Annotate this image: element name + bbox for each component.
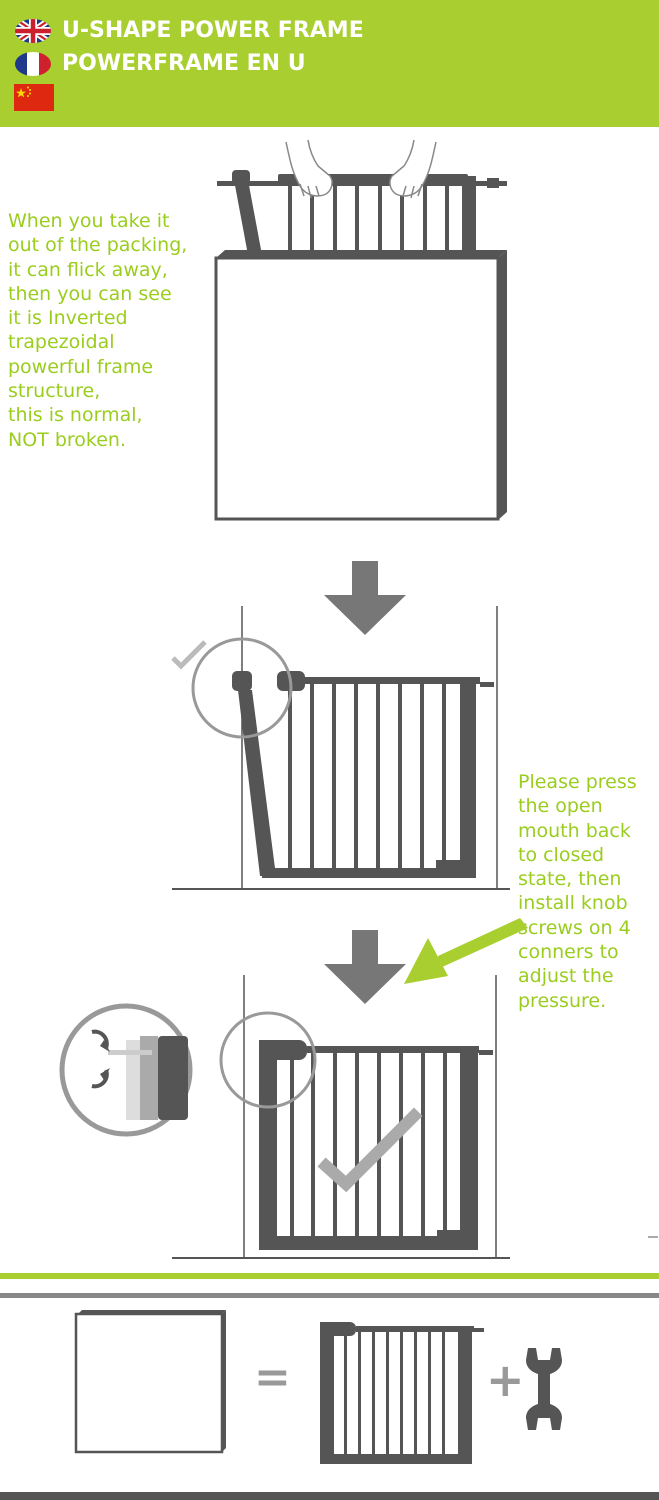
pointer-arrow-icon: [404, 918, 528, 984]
china-flag-icon: [14, 84, 54, 111]
knob-screw-detail-icon: [108, 1036, 188, 1120]
step2-instruction-text: Please press the open mouth back to clos…: [518, 771, 637, 1012]
uk-flag-icon: [15, 19, 51, 43]
title-french: POWERFRAME EN U: [62, 51, 306, 76]
packing-box-icon: [74, 1310, 226, 1454]
check-mark-icon: [171, 640, 207, 670]
hands-icon: [285, 139, 437, 199]
france-flag-icon: [15, 52, 51, 76]
gate-installed-illustration: [59, 975, 658, 1259]
equals-sign: =: [254, 1352, 291, 1403]
bottom-divider-gray: [0, 1492, 659, 1500]
gate-in-box-illustration: [214, 139, 507, 521]
header-banner: U-SHAPE POWER FRAME POWERFRAME EN U: [0, 0, 659, 127]
wrench-icon: [526, 1348, 562, 1430]
down-arrow-icon: [324, 561, 406, 635]
big-check-mark-icon: [317, 1107, 423, 1193]
step1-instruction-text: When you take it out of the packing, it …: [8, 210, 188, 451]
section-divider-gray: [0, 1293, 659, 1298]
title-english: U-SHAPE POWER FRAME: [62, 18, 364, 43]
down-arrow-icon-2: [324, 930, 406, 1004]
gate-frame-icon: [320, 1322, 484, 1464]
plus-sign: +: [486, 1353, 525, 1407]
gate-open-mouth-illustration: [171, 606, 510, 890]
section-divider-green: [0, 1273, 659, 1279]
